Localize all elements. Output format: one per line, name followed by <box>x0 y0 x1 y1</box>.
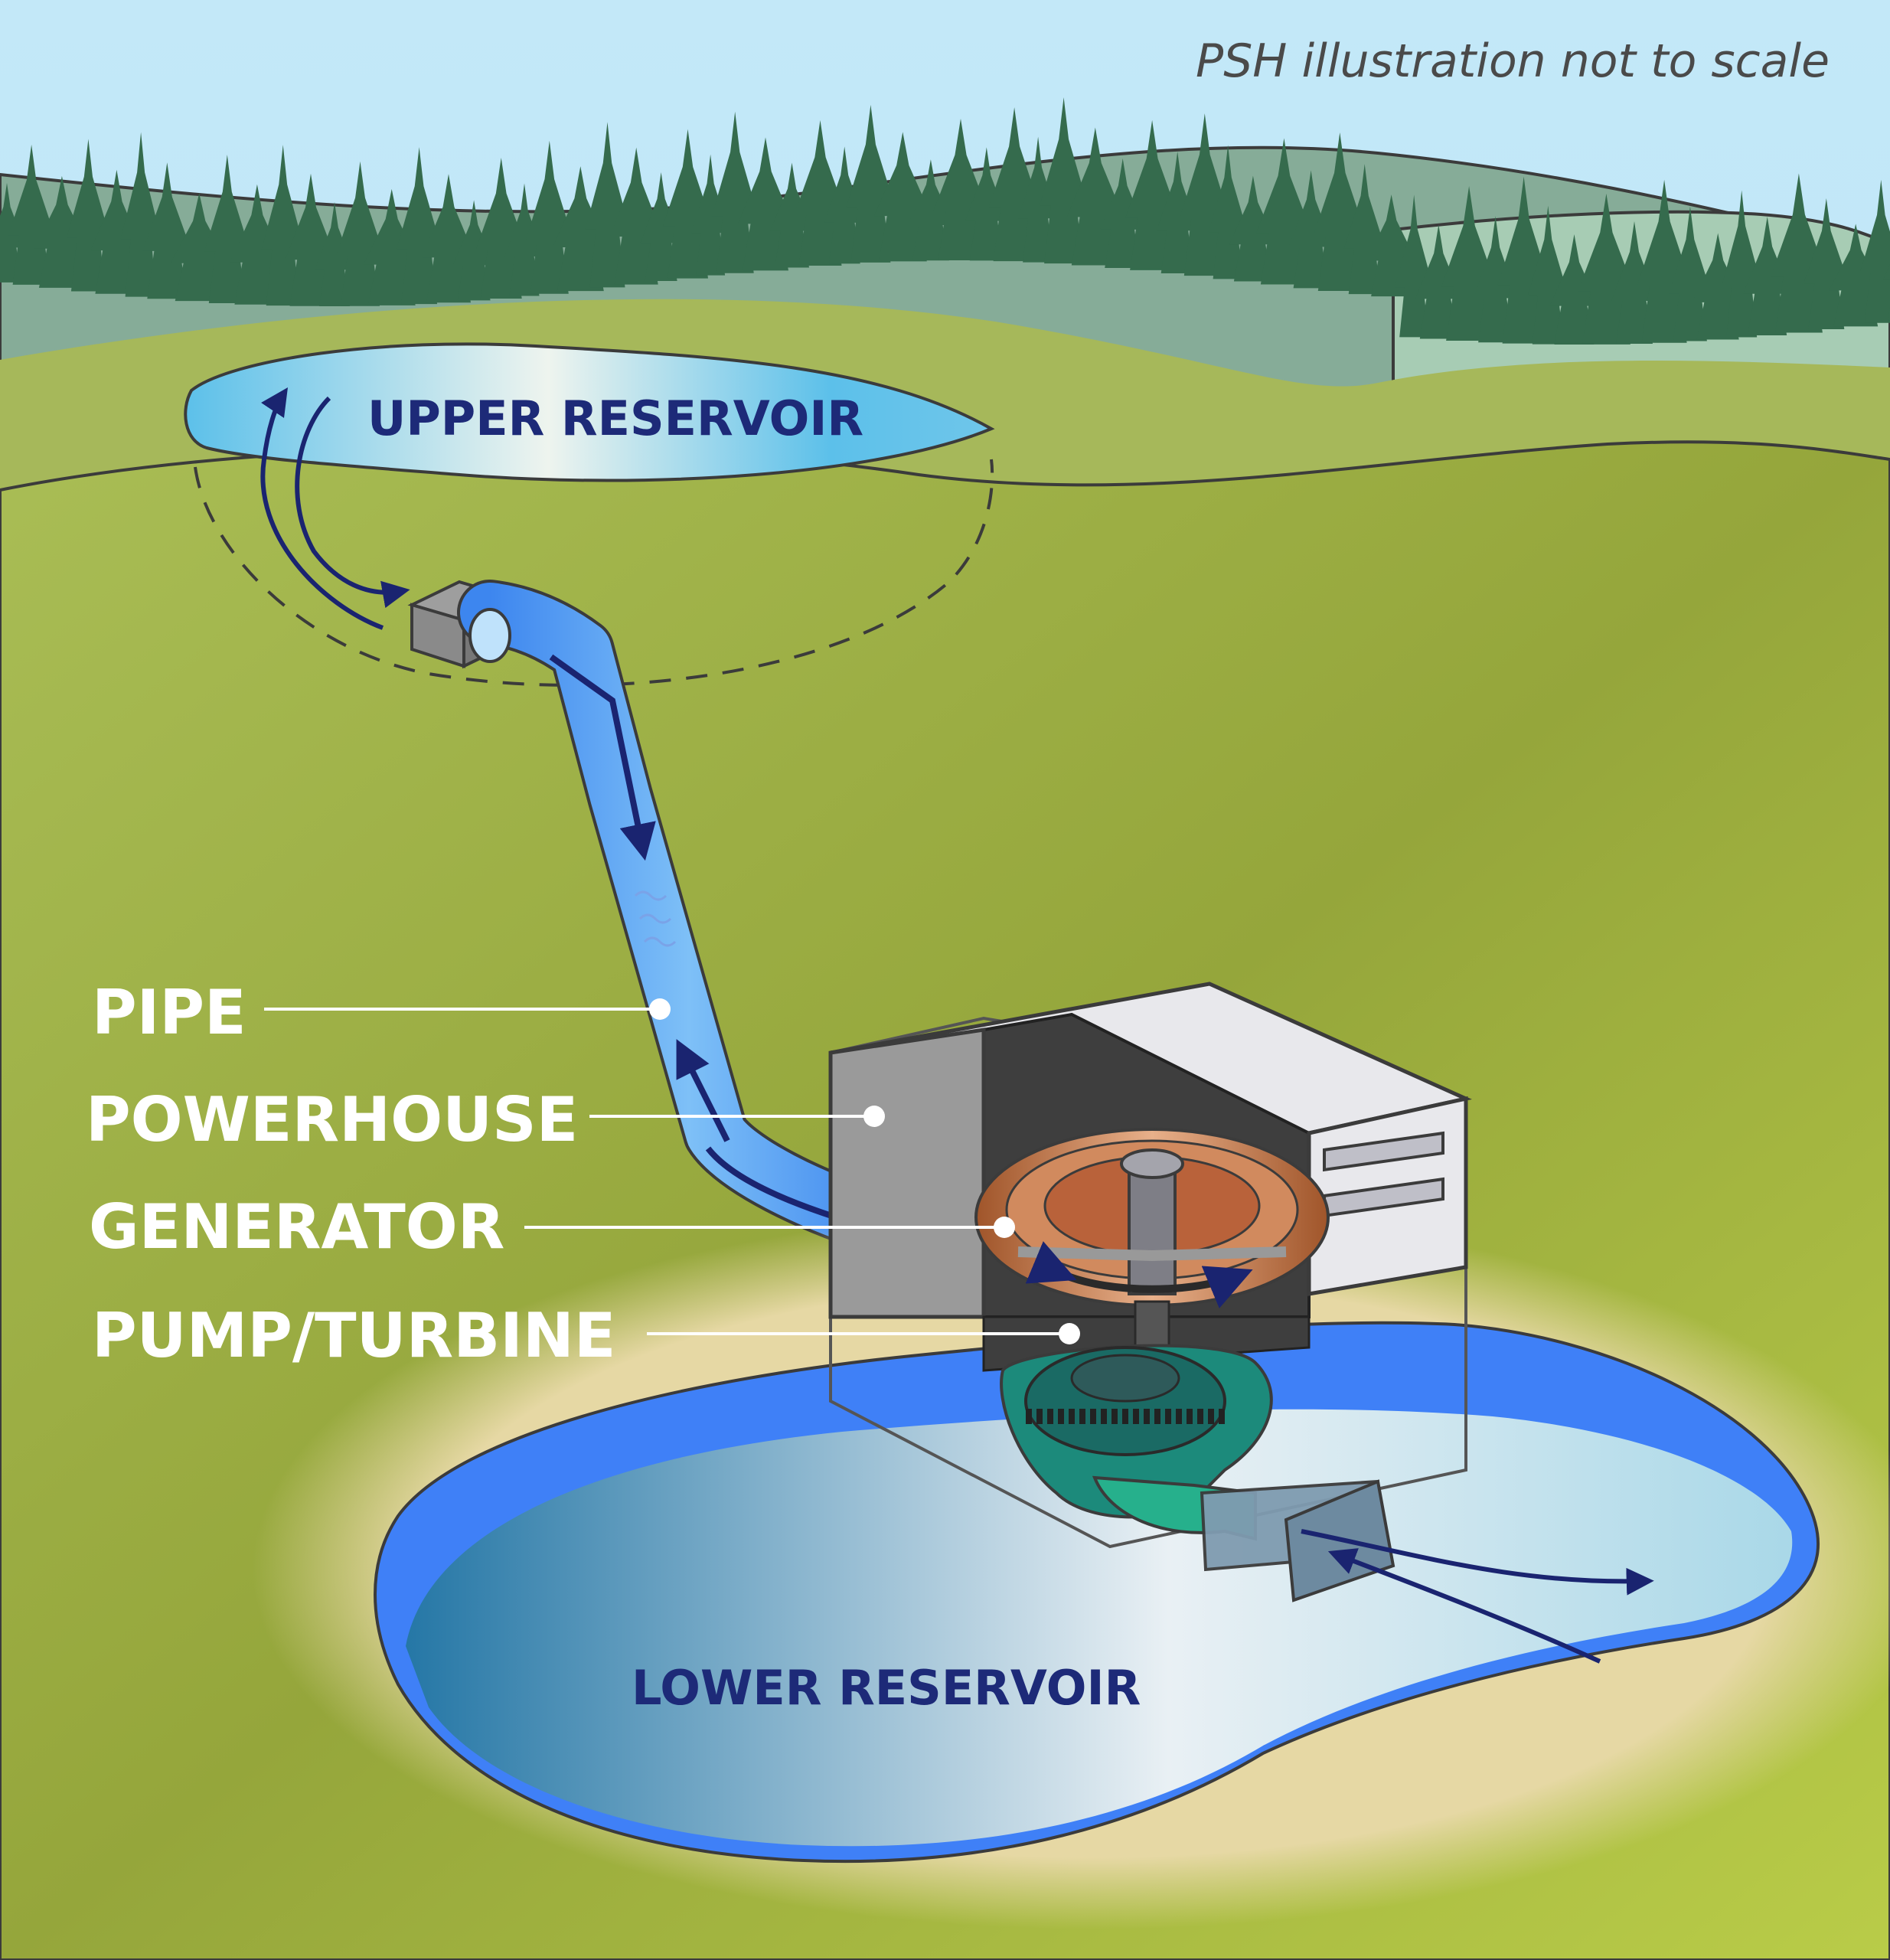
svg-text:PIPE: PIPE <box>92 977 246 1048</box>
tree <box>1882 264 1890 321</box>
callout-pipe: PIPE <box>92 977 671 1048</box>
tree <box>794 120 847 266</box>
lower-flow-arrow-in <box>1327 1548 1601 1664</box>
tree <box>1803 198 1849 329</box>
lower-flow-arrow-out <box>1301 1529 1654 1596</box>
tree <box>422 174 475 303</box>
lower-reservoir-label: LOWER RESERVOIR <box>632 1660 1141 1716</box>
svg-text:PUMP/TURBINE: PUMP/TURBINE <box>92 1300 616 1371</box>
tree <box>1395 194 1434 338</box>
callout-generator: GENERATOR <box>89 1191 1015 1263</box>
tree <box>397 147 442 305</box>
tree <box>1497 176 1550 344</box>
tree <box>261 145 305 306</box>
pipe-ripple-3 <box>643 936 677 947</box>
tree <box>1441 185 1497 341</box>
forest-treeline <box>0 97 1890 345</box>
lower-intake-structure <box>1200 1479 1395 1602</box>
tree <box>1549 234 1599 345</box>
tree <box>1770 173 1827 333</box>
pipe-water <box>460 583 918 1255</box>
pipe-ripple-1 <box>634 890 668 901</box>
tree <box>525 140 573 294</box>
tree <box>1637 179 1692 343</box>
tree <box>1313 132 1366 291</box>
pipe-opening <box>468 608 511 663</box>
tree <box>1066 127 1124 266</box>
tree <box>738 137 793 271</box>
tree <box>711 111 759 273</box>
pipe-ripple-2 <box>638 913 672 924</box>
tree <box>1343 164 1386 295</box>
tree <box>1415 224 1462 339</box>
tree <box>1668 206 1712 341</box>
not-to-scale-caption: PSH illustration not to scale <box>1196 34 1830 88</box>
svg-text:GENERATOR: GENERATOR <box>89 1191 504 1263</box>
tree <box>933 119 988 261</box>
callout-pump-turbine: PUMP/TURBINE <box>92 1300 1080 1371</box>
tree <box>66 139 110 292</box>
tree <box>1859 179 1890 323</box>
pump-turbine <box>1000 1344 1273 1541</box>
tree <box>609 147 663 285</box>
tree <box>846 104 896 263</box>
tree <box>1577 193 1635 345</box>
rotation-arrow <box>1025 1241 1253 1308</box>
lower-reservoir-water-surface <box>406 1409 1793 1847</box>
tree <box>285 173 337 306</box>
upper-reservoir-label: UPPER RESERVOIR <box>367 390 863 446</box>
upper-flow-arrow-in <box>260 387 384 630</box>
generator <box>974 1128 1330 1308</box>
tree <box>8 144 55 285</box>
tree <box>873 132 932 262</box>
tree <box>1229 175 1277 282</box>
tree <box>1125 119 1180 270</box>
tree <box>1156 151 1199 273</box>
tree <box>120 132 162 297</box>
tree <box>1722 190 1762 338</box>
tree <box>1527 205 1568 345</box>
tree <box>204 155 250 304</box>
pipe-flow-arrow-down <box>549 654 656 861</box>
tree <box>988 107 1040 262</box>
tree <box>1208 145 1248 279</box>
tree <box>142 162 192 299</box>
tree <box>1100 158 1146 268</box>
powerhouse-vent-1 <box>1323 1131 1444 1172</box>
tree <box>1255 138 1312 285</box>
tree <box>585 122 630 288</box>
tree <box>1474 216 1518 343</box>
tree <box>1179 113 1230 276</box>
svg-text:POWERHOUSE: POWERHOUSE <box>86 1084 578 1155</box>
upper-reservoir-water <box>184 342 995 482</box>
tree <box>1040 97 1089 264</box>
upper-flow-arrow-out <box>295 396 410 609</box>
callout-powerhouse: POWERHOUSE <box>86 1084 885 1155</box>
tree <box>336 161 384 306</box>
tree <box>1288 170 1333 289</box>
